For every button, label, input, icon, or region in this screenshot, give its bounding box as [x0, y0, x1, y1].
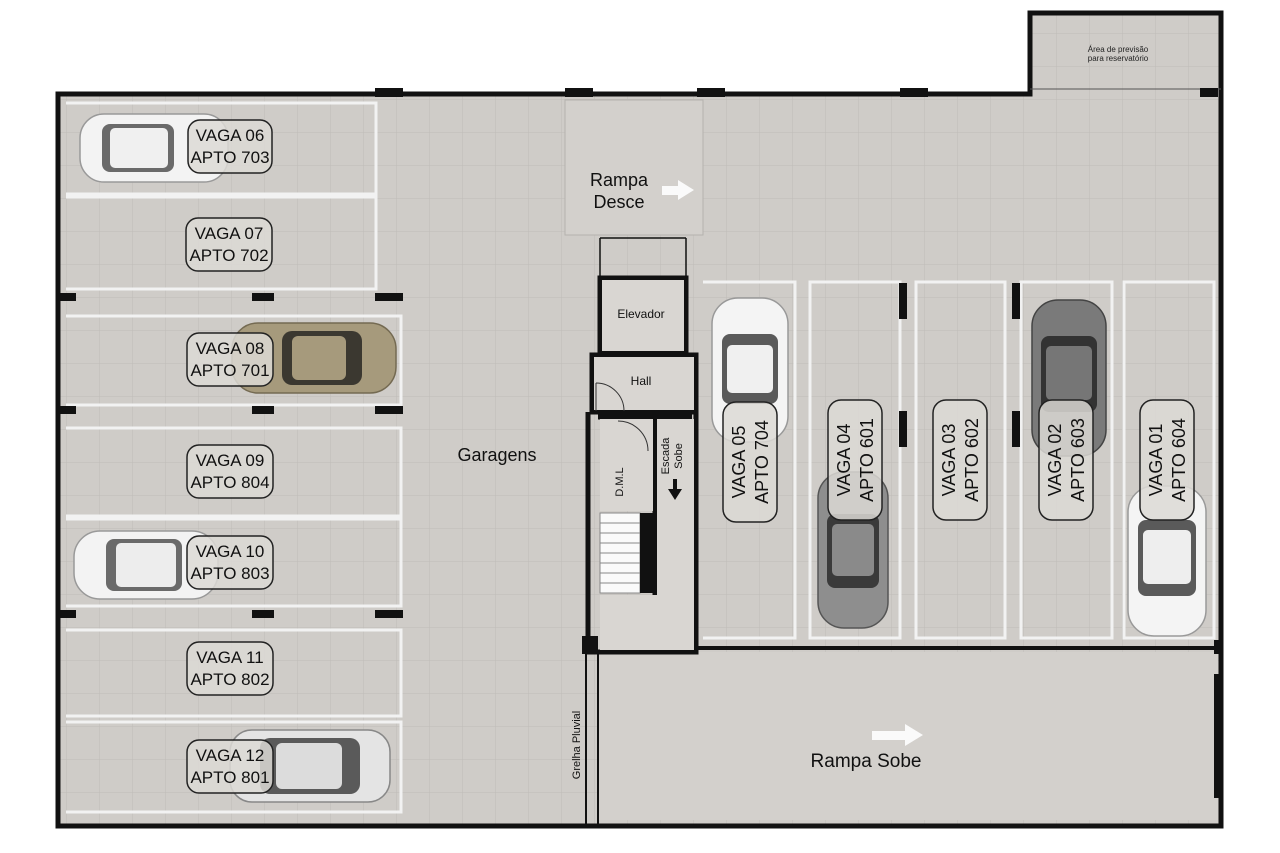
dml-floor: [600, 419, 653, 511]
stair-up-arrow-icon: [668, 479, 682, 500]
svg-text:VAGA 08: VAGA 08: [196, 339, 265, 358]
svg-text:APTO 601: APTO 601: [857, 418, 877, 502]
space-label-vaga-04: VAGA 04 APTO 601: [827, 399, 883, 521]
reservoir-note-line1: Área de previsão: [1088, 45, 1149, 54]
ramp-up-label: Rampa Sobe: [811, 751, 922, 772]
ramp-down-label-line1: Rampa: [590, 170, 649, 190]
svg-text:APTO 602: APTO 602: [962, 418, 982, 502]
svg-text:VAGA 01: VAGA 01: [1146, 424, 1166, 497]
hall-label: Hall: [631, 374, 652, 388]
right-bay-stripes: [703, 280, 1216, 640]
space-label-vaga-03: VAGA 03 APTO 602: [932, 399, 988, 521]
stair-label-line2: Sobe: [673, 443, 685, 469]
space-label-vaga-11: VAGA 11 APTO 802: [186, 641, 274, 696]
svg-text:VAGA 02: VAGA 02: [1045, 424, 1065, 497]
svg-text:VAGA 04: VAGA 04: [834, 424, 854, 497]
stair-handrail: [640, 513, 654, 593]
stair-label-line1: Escada: [660, 437, 672, 475]
space-label-vaga-06: VAGA 06 APTO 703: [187, 119, 273, 174]
space-label-vaga-05: VAGA 05 APTO 704: [722, 401, 778, 523]
space-label-vaga-07: VAGA 07 APTO 702: [185, 217, 273, 272]
drain-block: [582, 636, 598, 654]
svg-text:VAGA 09: VAGA 09: [196, 451, 265, 470]
stair-treads: [599, 512, 641, 594]
ramp-up-arrow-icon: [872, 724, 923, 746]
core-walls: [585, 275, 699, 655]
pillars: [60, 88, 1220, 798]
door-swings: [595, 382, 649, 452]
core-floor: [602, 280, 684, 351]
svg-text:APTO 804: APTO 804: [190, 473, 269, 492]
svg-text:APTO 703: APTO 703: [190, 148, 269, 167]
svg-text:APTO 704: APTO 704: [752, 420, 772, 504]
svg-text:APTO 702: APTO 702: [189, 246, 268, 265]
svg-text:APTO 801: APTO 801: [190, 768, 269, 787]
car-vaga-10: [73, 530, 219, 600]
svg-text:APTO 604: APTO 604: [1169, 418, 1189, 502]
elevator-label: Elevador: [617, 307, 664, 321]
svg-text:VAGA 11: VAGA 11: [196, 648, 263, 667]
space-label-vaga-01: VAGA 01 APTO 604: [1139, 399, 1195, 521]
ramp-guard: [599, 237, 687, 278]
svg-text:VAGA 05: VAGA 05: [729, 426, 749, 499]
svg-text:VAGA 07: VAGA 07: [195, 224, 264, 243]
svg-text:VAGA 10: VAGA 10: [196, 542, 265, 561]
svg-text:APTO 802: APTO 802: [190, 670, 269, 689]
svg-text:VAGA 03: VAGA 03: [939, 424, 959, 497]
ramp-down-label-line2: Desce: [593, 192, 644, 212]
ramp-down-area: [564, 99, 704, 236]
svg-text:APTO 803: APTO 803: [190, 564, 269, 583]
dml-label: D.M.L: [614, 467, 626, 496]
drain-label: Grelha Pluvial: [571, 711, 583, 779]
lower-corridor: [600, 595, 694, 650]
car-vaga-01: [1127, 485, 1207, 637]
reservoir-note-line2: para reservatório: [1088, 54, 1149, 63]
space-label-vaga-12: VAGA 12 APTO 801: [186, 739, 274, 794]
svg-text:APTO 603: APTO 603: [1068, 418, 1088, 502]
right-space-labels: VAGA 05 APTO 704 VAGA 04 APTO 601 VAGA 0…: [722, 399, 1195, 523]
svg-text:APTO 701: APTO 701: [190, 361, 269, 380]
space-label-vaga-02: VAGA 02 APTO 603: [1038, 399, 1094, 521]
svg-text:VAGA 06: VAGA 06: [196, 126, 265, 145]
svg-text:VAGA 12: VAGA 12: [196, 746, 265, 765]
space-label-vaga-10: VAGA 10 APTO 803: [186, 535, 274, 590]
space-label-vaga-08: VAGA 08 APTO 701: [186, 332, 274, 387]
garages-label: Garagens: [457, 445, 536, 465]
reservoir-area: [1030, 14, 1220, 94]
ramp-down-arrow-icon: [662, 180, 694, 200]
left-space-labels: VAGA 06 APTO 703 VAGA 07 APTO 702 VAGA 0…: [185, 119, 274, 794]
left-bay-stripes: [66, 101, 403, 814]
space-label-vaga-09: VAGA 09 APTO 804: [186, 444, 274, 499]
outer-walls: [55, 10, 1224, 829]
hall-floor: [594, 357, 694, 410]
